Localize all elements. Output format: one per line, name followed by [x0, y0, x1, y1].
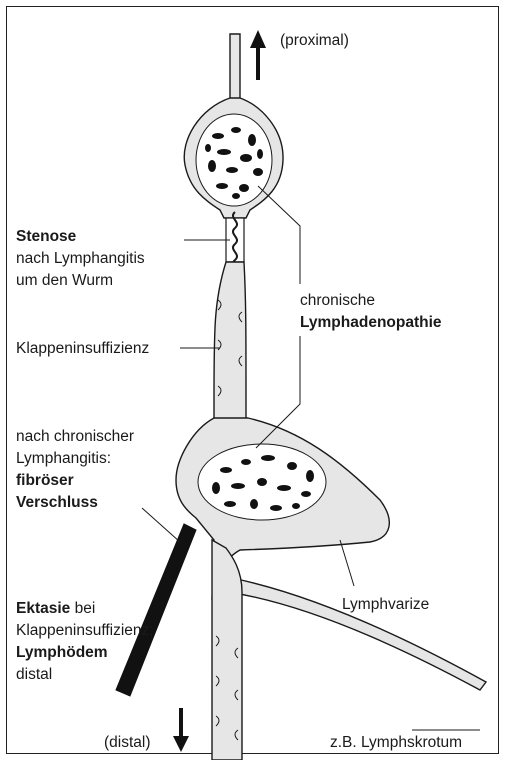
arrow-distal-icon [173, 708, 189, 752]
lymph-vessel-distal [212, 540, 242, 760]
label-distal-word: distal [16, 664, 52, 686]
lymph-vessel-proximal [230, 34, 240, 100]
label-ektasie: Ektasie [16, 600, 70, 617]
label-lymphadenopathie: Lymphadenopathie [300, 312, 442, 334]
label-stenose-line3: um den Wurm [16, 270, 113, 292]
label-verschluss: Verschluss [16, 492, 98, 514]
label-bei: bei [70, 600, 95, 617]
label-lymphangitis: Lymphangitis: [16, 448, 111, 470]
label-stenose-title: Stenose [16, 226, 76, 248]
label-chronische: chronische [300, 290, 375, 312]
label-lymphskrotum: z.B. Lymphskrotum [330, 732, 462, 754]
label-stenose-line2: nach Lymphangitis [16, 248, 145, 270]
label-fibroeser: fibröser [16, 470, 74, 492]
label-ektasie-line: Ektasie bei [16, 598, 95, 620]
label-klappeninsuffizienz-2: Klappeninsuffizienz; [16, 620, 154, 642]
label-proximal: (proximal) [280, 30, 349, 52]
label-lymphoedem: Lymphödem [16, 642, 108, 664]
label-nach-chronischer: nach chronischer [16, 426, 134, 448]
arrow-proximal-icon [250, 30, 266, 80]
label-distal: (distal) [104, 732, 151, 754]
label-lymphvarize: Lymphvarize [342, 594, 429, 616]
label-klappeninsuffizienz: Klappeninsuffizienz [16, 338, 149, 360]
fibrous-occlusion [116, 524, 196, 696]
